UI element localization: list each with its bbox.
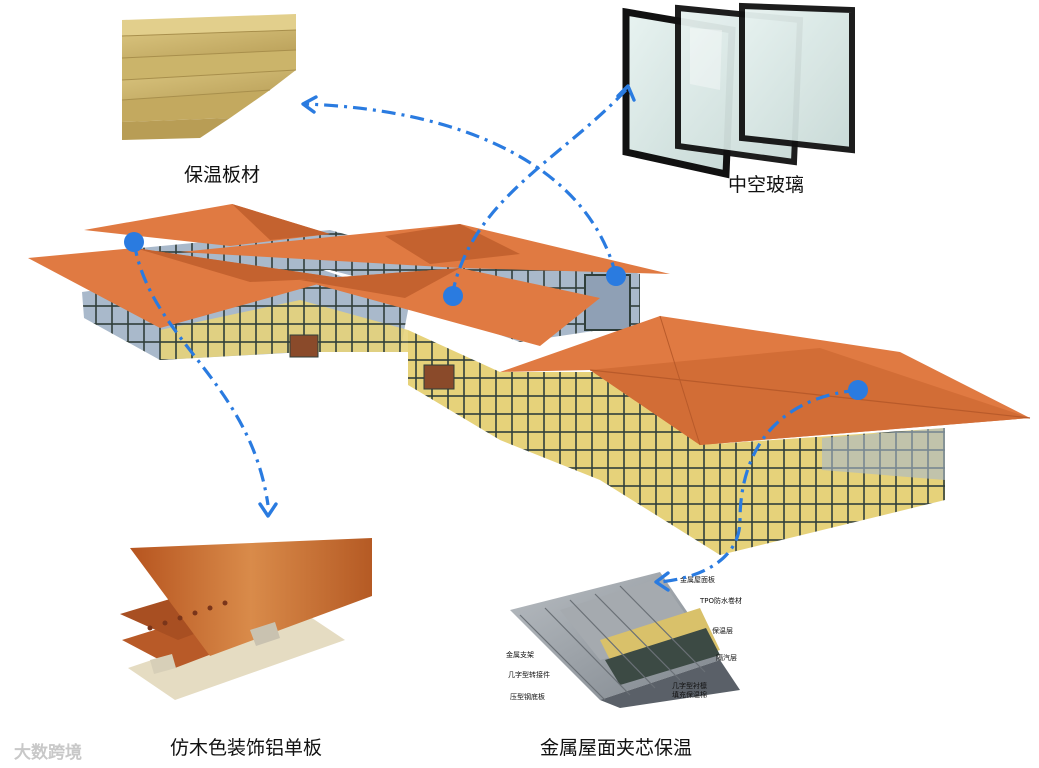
watermark-text: 大数跨境 — [14, 738, 82, 763]
wood-aluminum-panel-image — [120, 538, 372, 700]
roof-section-label: 隔汽层 — [716, 653, 737, 662]
arrow-head-insulation — [303, 97, 316, 112]
wood-aluminum-panel-label: 仿木色装饰铝单板 — [170, 733, 322, 760]
hollow-glass-image — [626, 6, 852, 174]
roof-section-label: 保温层 — [712, 626, 733, 635]
hollow-glass-label: 中空玻璃 — [728, 170, 804, 197]
roof-section-label: TPO防水卷材 — [699, 596, 742, 605]
roof-section-label: 几字型衬檩 — [672, 681, 707, 690]
building-model — [28, 204, 1030, 555]
dot-wood-panel-origin — [124, 232, 144, 252]
insulation-board-image — [122, 14, 296, 140]
roof-section-label: 几字型转接件 — [508, 670, 550, 679]
roof-section-label: 金属支架 — [506, 650, 534, 659]
arrow-head-wood-panel — [260, 504, 276, 516]
insulation-board-label: 保温板材 — [184, 160, 260, 187]
dot-metal-roof-origin — [848, 380, 868, 400]
roof-section-label: 填充保温棉 — [672, 690, 707, 699]
dot-insulation-origin — [606, 266, 626, 286]
metal-roof-section-image: 金属屋面板TPO防水卷材保温层隔汽层金属支架几字型转接件几字型衬檩填充保温棉压型… — [506, 572, 742, 708]
metal-roof-insulation-label: 金属屋面夹芯保温 — [540, 733, 692, 760]
roof-section-label: 压型钢底板 — [510, 692, 545, 701]
dot-glass-origin — [443, 286, 463, 306]
